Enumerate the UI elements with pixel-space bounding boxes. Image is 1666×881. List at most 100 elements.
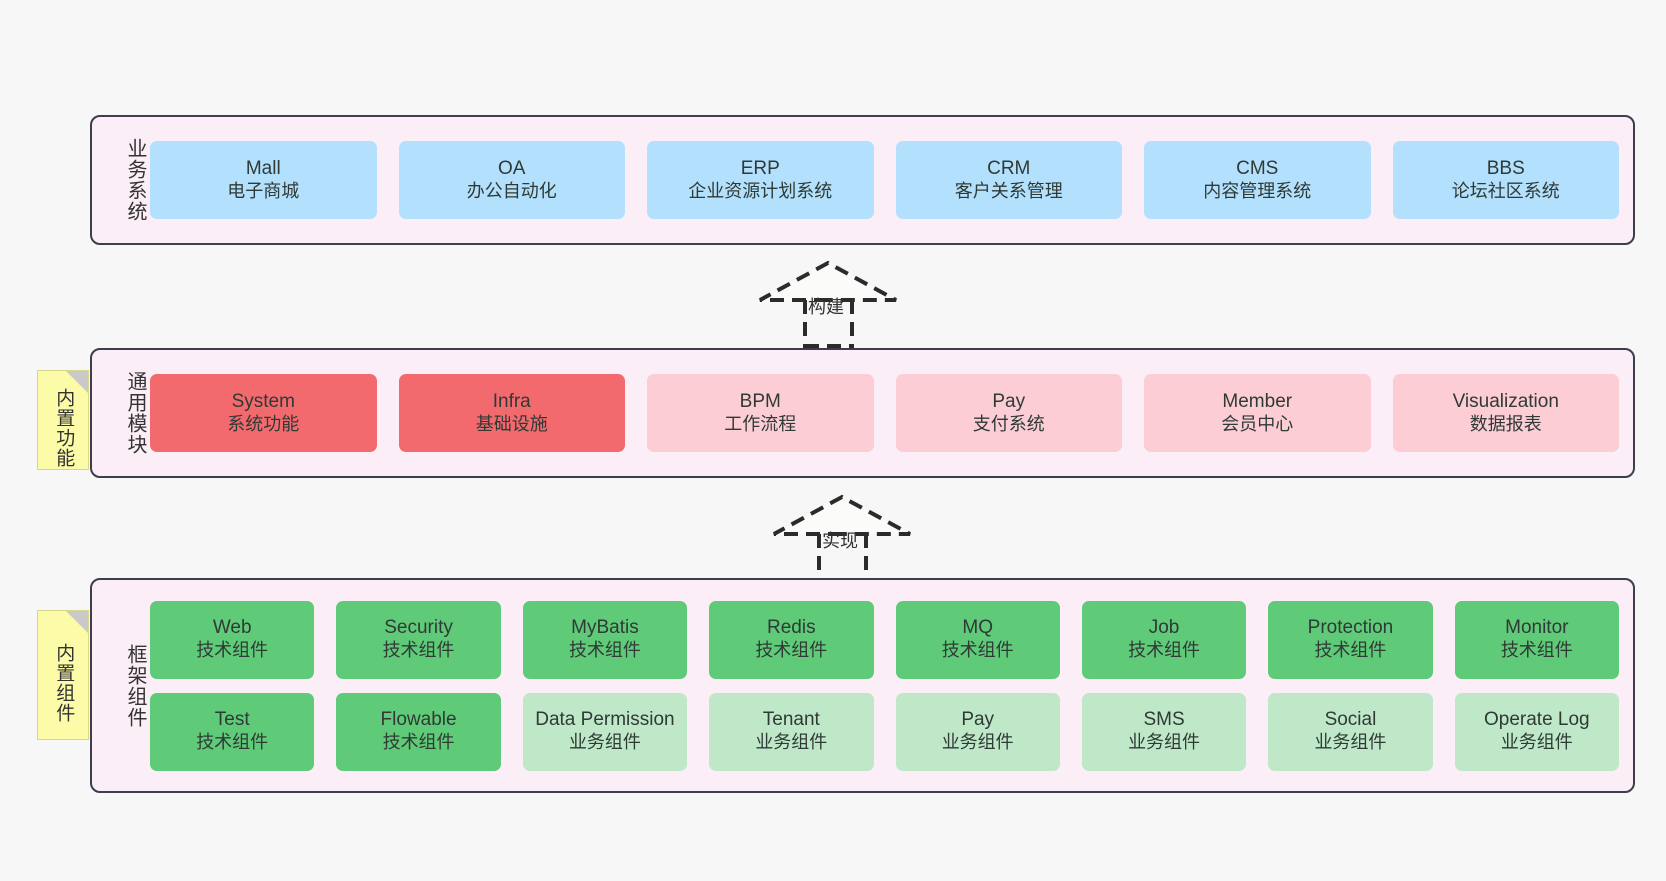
card-title: CMS: [1236, 157, 1279, 179]
card-title: Flowable: [380, 709, 457, 731]
layer-title-common-modules: 通用模块: [124, 371, 146, 455]
card-subtitle: 技术组件: [382, 640, 455, 661]
card-subtitle: 技术组件: [1314, 640, 1387, 661]
card-subtitle: 工作流程: [724, 413, 797, 434]
card-title: Member: [1222, 390, 1293, 412]
card-subtitle: 业务组件: [1128, 732, 1201, 753]
card-title: MyBatis: [571, 617, 639, 639]
card-title: Job: [1148, 617, 1180, 639]
card-subtitle: 技术组件: [196, 640, 269, 661]
card-title: System: [231, 390, 295, 412]
card-subtitle: 技术组件: [382, 732, 455, 753]
card-title: Test: [214, 709, 250, 731]
card-title: Pay: [961, 709, 995, 731]
connector-implement: 实现: [773, 492, 934, 582]
connector-implement-label: 实现: [822, 531, 858, 551]
card-subtitle: 数据报表: [1469, 413, 1542, 434]
card-title: Data Permission: [535, 709, 675, 731]
card-subtitle: 基础设施: [475, 413, 548, 434]
card-subtitle: 会员中心: [1221, 413, 1294, 434]
card-subtitle: 内容管理系统: [1203, 180, 1312, 201]
note-builtin-components-label: 内置组件: [53, 643, 75, 723]
card-subtitle: 业务组件: [568, 732, 641, 753]
card-title: Social: [1324, 709, 1377, 731]
note-builtin-components: 内置组件: [37, 610, 89, 740]
connector-build-label: 构建: [808, 297, 844, 317]
note-builtin-functions: 内置功能: [37, 370, 89, 470]
card-title: BPM: [739, 390, 781, 412]
card-title: SMS: [1143, 709, 1185, 731]
layer-title-business-systems: 业务系统: [124, 138, 146, 222]
card-title: CRM: [987, 157, 1031, 179]
card-subtitle: 技术组件: [568, 640, 641, 661]
card-subtitle: 业务组件: [755, 732, 828, 753]
layer-title-framework-components: 框架组件: [124, 643, 146, 728]
card-subtitle: 企业资源计划系统: [688, 180, 833, 201]
card-title: Monitor: [1505, 617, 1569, 639]
card-subtitle: 技术组件: [941, 640, 1014, 661]
card-subtitle: 技术组件: [1500, 640, 1573, 661]
card-title: Protection: [1307, 617, 1394, 639]
card-title: Redis: [767, 617, 816, 639]
card-subtitle: 客户关系管理: [954, 180, 1063, 201]
card-subtitle: 支付系统: [972, 413, 1045, 434]
card-subtitle: 业务组件: [1314, 732, 1387, 753]
card-subtitle: 技术组件: [755, 640, 828, 661]
card-title: Mall: [245, 157, 281, 179]
card-title: BBS: [1486, 157, 1525, 179]
card-subtitle: 技术组件: [196, 732, 269, 753]
connector-build: 构建: [759, 258, 920, 348]
card-subtitle: 技术组件: [1128, 640, 1201, 661]
card-title: MQ: [962, 617, 993, 639]
note-fold-corner: [66, 611, 88, 633]
card-title: Web: [212, 617, 252, 639]
card-subtitle: 电子商城: [227, 180, 300, 201]
card-title: Operate Log: [1483, 709, 1590, 731]
card-title: OA: [498, 157, 526, 179]
card-title: Pay: [992, 390, 1026, 412]
card-subtitle: 系统功能: [227, 413, 300, 434]
card-subtitle: 业务组件: [941, 732, 1014, 753]
card-title: Security: [384, 617, 453, 639]
card-title: Visualization: [1452, 390, 1559, 412]
card-title: Infra: [492, 390, 531, 412]
card-subtitle: 办公自动化: [466, 180, 557, 201]
